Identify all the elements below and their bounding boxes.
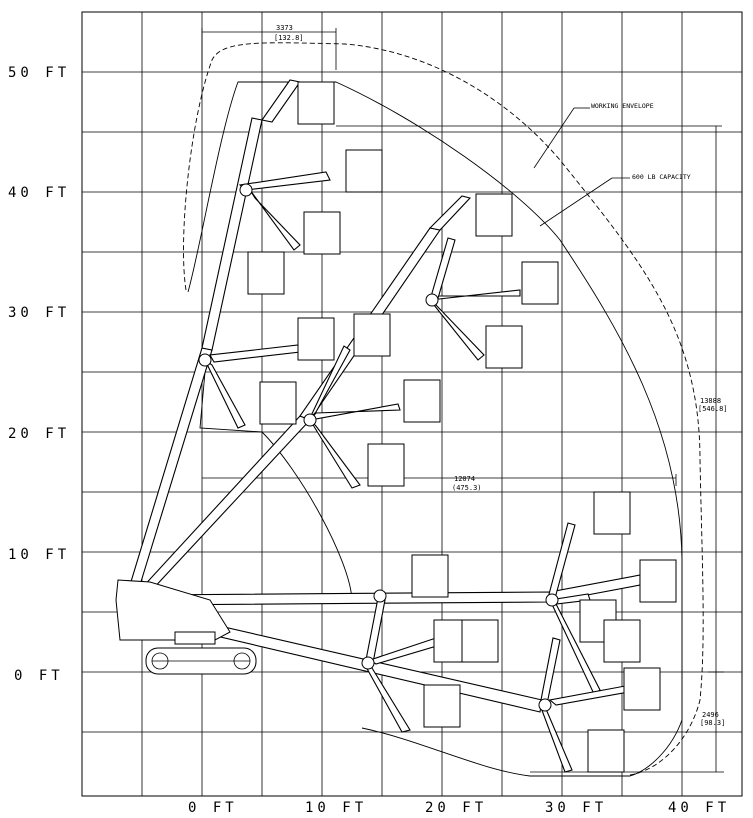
grid xyxy=(82,12,742,796)
height-up-alt: [546.8] xyxy=(698,405,728,413)
pivot-joints xyxy=(198,183,559,712)
x-label-10: 10 FT xyxy=(305,800,367,816)
y-label-40: 40 FT xyxy=(8,185,70,201)
reach-alt: (475.3) xyxy=(452,484,482,492)
top-width-alt: [132.8] xyxy=(274,34,304,42)
x-label-30: 30 FT xyxy=(545,800,607,816)
x-label-20: 20 FT xyxy=(425,800,487,816)
y-label-50: 50 FT xyxy=(8,65,70,81)
working-envelope-leader xyxy=(533,107,575,169)
y-label-0: 0 FT xyxy=(14,668,64,684)
top-width-value: 3373 xyxy=(276,24,293,32)
platform-baskets xyxy=(247,81,677,773)
working-envelope-note: WORKING ENVELOPE xyxy=(591,102,654,110)
grid-frame xyxy=(81,11,743,797)
height-down-alt: [98.3] xyxy=(700,719,725,727)
y-label-10: 10 FT xyxy=(8,547,70,563)
capacity-envelope-curve xyxy=(187,81,683,777)
inner-envelope-curve xyxy=(199,371,353,601)
crawler-base xyxy=(115,579,257,675)
working-envelope-curve xyxy=(183,42,704,776)
y-label-30: 30 FT xyxy=(8,305,70,321)
height-down-value: 2496 xyxy=(702,711,719,719)
capacity-note: 600 LB CAPACITY xyxy=(632,173,691,181)
capacity-leader xyxy=(539,177,613,227)
y-label-20: 20 FT xyxy=(8,426,70,442)
x-label-0: 0 FT xyxy=(188,800,238,816)
x-label-40: 40 FT xyxy=(668,800,730,816)
reach-value: 12074 xyxy=(454,475,475,483)
height-up-value: 13888 xyxy=(700,397,721,405)
